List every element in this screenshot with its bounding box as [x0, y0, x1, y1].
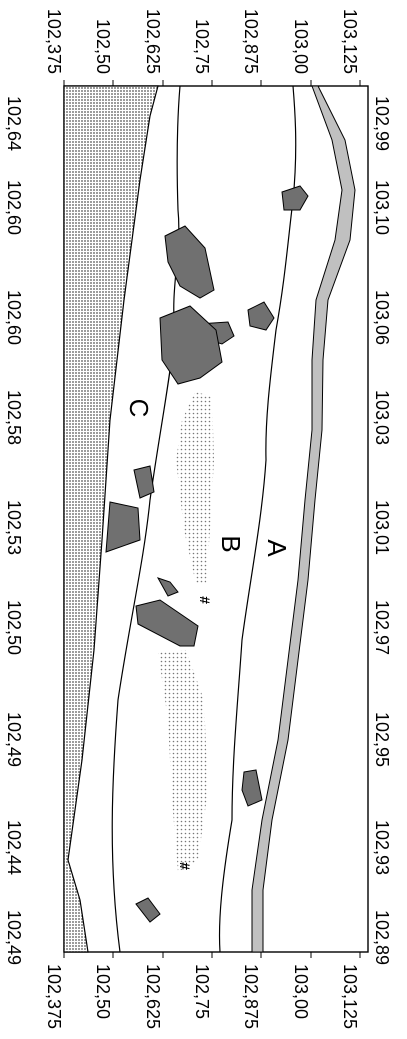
stone-3 — [247, 301, 275, 331]
stone-5 — [159, 305, 223, 385]
right-edge-value: 102,95 — [372, 712, 392, 767]
stipple-area-2 — [158, 650, 208, 872]
right-edge-value: 102,97 — [372, 600, 392, 655]
stone-11 — [135, 897, 161, 923]
stone-10 — [241, 769, 263, 807]
top-tick-label: 102,75 — [192, 19, 212, 74]
right-edge-value: 102,99 — [372, 96, 392, 151]
channel-band — [251, 85, 356, 953]
marker-2: # — [177, 862, 193, 870]
stone-1 — [281, 185, 309, 211]
bottom-tick-label: 102,375 — [44, 964, 64, 1029]
right-edge-value: 103,03 — [372, 390, 392, 445]
zone-label-a: A — [262, 539, 292, 557]
bottom-tick-label: 102,625 — [143, 964, 163, 1029]
stones — [105, 185, 309, 923]
stone-6 — [133, 465, 155, 499]
axis-bottom-ticks — [63, 952, 361, 958]
left-edge-value: 102,60 — [4, 180, 24, 235]
left-edge-value: 102,60 — [4, 290, 24, 345]
right-edge-value: 103,10 — [372, 180, 392, 235]
left-edge-value: 102,64 — [4, 96, 24, 151]
stone-8 — [156, 577, 179, 597]
stone-9 — [135, 599, 199, 647]
top-tick-label: 102,375 — [44, 9, 64, 74]
top-tick-label: 103,00 — [291, 19, 311, 74]
bottom-tick-label: 103,125 — [340, 964, 360, 1029]
zone-label-b: B — [216, 535, 246, 552]
right-edge-value: 102,89 — [372, 910, 392, 965]
top-tick-label: 103,125 — [340, 9, 360, 74]
marker-1: # — [197, 596, 213, 604]
right-edge-value: 102,93 — [372, 820, 392, 875]
bottom-tick-label: 103,00 — [291, 964, 311, 1019]
bottom-tick-label: 102,875 — [241, 964, 261, 1029]
top-tick-label: 102,625 — [143, 9, 163, 74]
left-edge-value: 102,58 — [4, 390, 24, 445]
line-boundary-1 — [111, 85, 181, 953]
left-edge-value: 102,44 — [4, 820, 24, 875]
stone-7 — [105, 501, 141, 553]
left-edge-value: 102,50 — [4, 600, 24, 655]
left-edge-value: 102,49 — [4, 712, 24, 767]
left-edge-value: 102,49 — [4, 910, 24, 965]
bottom-tick-label: 102,50 — [93, 964, 113, 1019]
top-tick-label: 102,875 — [241, 9, 261, 74]
zone-label-c: C — [124, 399, 154, 418]
bedrock-region — [63, 85, 159, 953]
top-tick-label: 102,50 — [93, 19, 113, 74]
left-edge-value: 102,53 — [4, 500, 24, 555]
bottom-tick-label: 102,75 — [192, 964, 212, 1019]
axis-left-ticks — [63, 80, 361, 86]
right-edge-value: 103,06 — [372, 290, 392, 345]
stone-2 — [164, 225, 215, 299]
right-edge-value: 103,01 — [372, 500, 392, 555]
stipple-area-1 — [176, 392, 214, 584]
